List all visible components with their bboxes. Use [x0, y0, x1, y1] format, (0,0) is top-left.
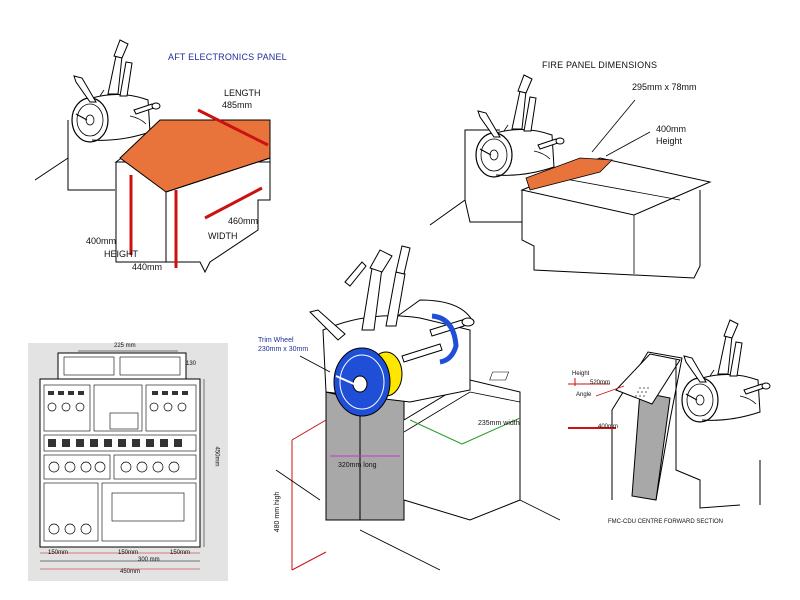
fmc-height-value: 520mm [590, 380, 611, 386]
schematic-side-dim: 450mm [213, 446, 220, 467]
height-value: 400mm [86, 236, 117, 246]
fmc-angle-label: Angle [576, 392, 592, 398]
throttle-high-dim: 480 mm high [274, 491, 282, 533]
schematic-bottom-mid: 300 mm [138, 557, 160, 563]
fmc-height-label: Height [572, 371, 590, 377]
panel-schematic-svg [39, 350, 205, 570]
length-value: 485mm [222, 100, 253, 110]
length-label: LENGTH [224, 88, 261, 98]
length-dim-line [197, 108, 269, 147]
schematic-bottom-a: 150mm [48, 550, 69, 556]
trim-wheel-far [431, 313, 459, 365]
panel-schematic: 225 mm 130 450mm 150mm 150mm 150mm 300 m… [28, 343, 228, 581]
throttle-long-dim: 320mm long [338, 462, 377, 469]
fmc-side [631, 391, 671, 501]
fire-panel-strip [525, 157, 613, 191]
aft-panel-drawing [34, 39, 271, 274]
schematic-bottom-c: 150mm [170, 550, 191, 556]
fire-panel-size: 295mm x 78mm [632, 82, 697, 92]
fmc-cdu-face [615, 353, 681, 405]
width-label: WIDTH [208, 231, 238, 241]
fire-panel-height-label: Height [656, 136, 683, 146]
schematic-bottom-total: 450mm [120, 569, 141, 575]
width-value: 460mm [228, 216, 259, 226]
fire-panel-title: FIRE PANEL DIMENSIONS [542, 60, 658, 70]
throttle-width-dim: 235mm width [478, 420, 520, 427]
fmc-caption: FMC-CDU CENTRE FORWARD SECTION [608, 519, 723, 525]
schematic-right-dim: 130 [186, 361, 197, 367]
schematic-top-dim: 225 mm [114, 343, 136, 349]
trim-wheel-size: 230mm x 30mm [258, 346, 309, 353]
schematic-bottom-b: 150mm [118, 550, 139, 556]
throttle-drawing [275, 245, 561, 571]
fmc-base-value: 400mm [598, 424, 619, 430]
fmc-drawing [489, 319, 771, 509]
aft-panel-title: AFT ELECTRONICS PANEL [168, 52, 287, 62]
width-dim-line-green [409, 419, 463, 445]
height-label: HEIGHT [104, 249, 139, 259]
trim-wheel-label: Trim Wheel [258, 337, 294, 344]
fire-panel-height-value: 400mm [656, 124, 687, 134]
height2-value: 440mm [132, 262, 163, 272]
width-dim-line [204, 186, 263, 220]
aft-panel-top-surface [119, 119, 271, 193]
fire-panel-drawing [429, 74, 712, 279]
